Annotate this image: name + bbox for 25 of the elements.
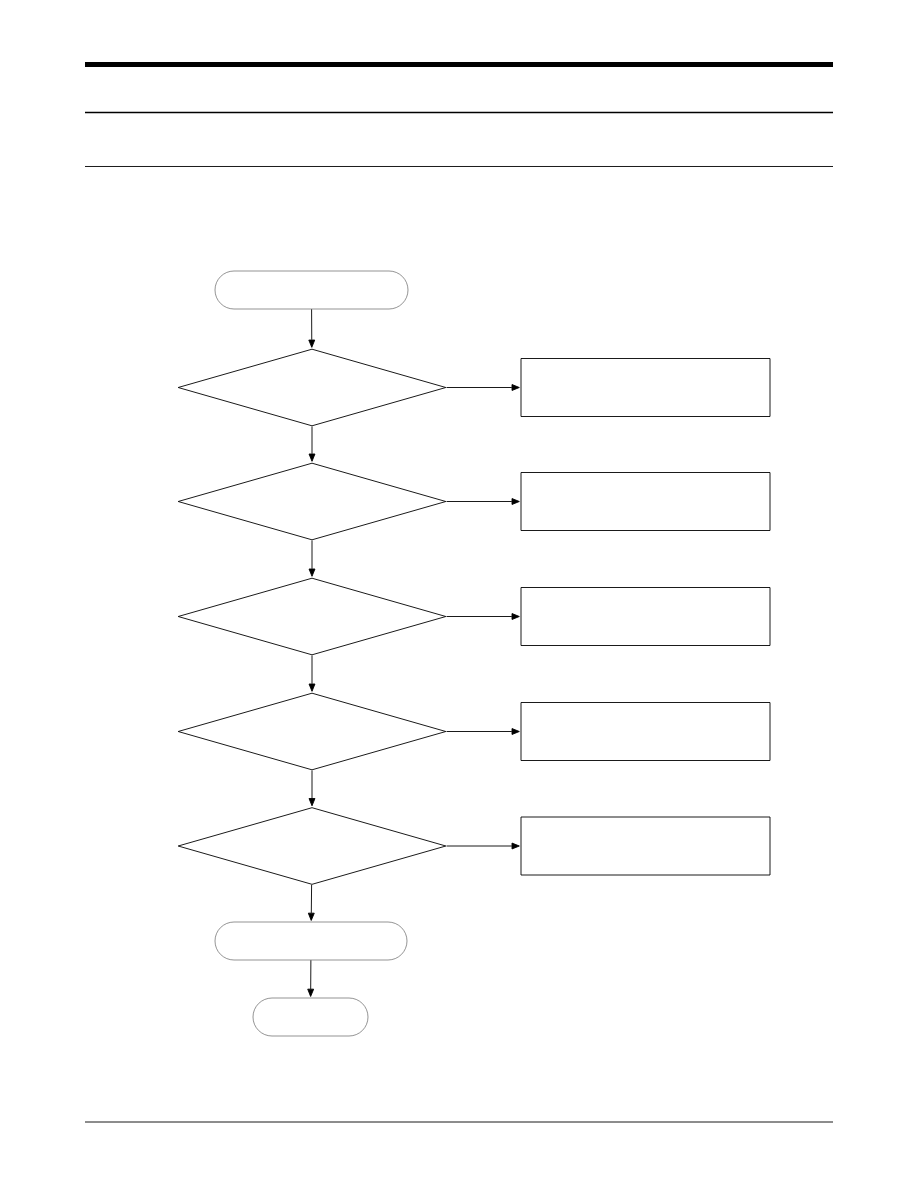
arrow — [308, 540, 316, 577]
process-box — [520, 816, 771, 876]
arrow — [446, 384, 520, 391]
decision-diamond — [177, 348, 447, 427]
arrow — [308, 308, 316, 348]
arrow — [446, 498, 520, 505]
arrow — [308, 770, 316, 807]
arrow — [308, 426, 316, 462]
terminal-stadium — [252, 997, 369, 1037]
decision-diamond — [177, 462, 447, 541]
terminal-stadium — [214, 270, 409, 310]
process-box — [520, 472, 771, 531]
arrow — [308, 655, 316, 692]
arrow — [446, 842, 520, 850]
process-box — [520, 702, 771, 761]
terminal-stadium — [214, 921, 408, 961]
decision-diamond — [177, 807, 447, 885]
decision-diamond — [177, 692, 447, 771]
process-box — [520, 358, 771, 417]
arrow — [446, 613, 520, 620]
decision-diamond — [177, 577, 447, 656]
arrow — [307, 884, 315, 921]
process-box — [520, 587, 771, 646]
arrow — [446, 728, 520, 735]
arrow — [307, 959, 315, 997]
